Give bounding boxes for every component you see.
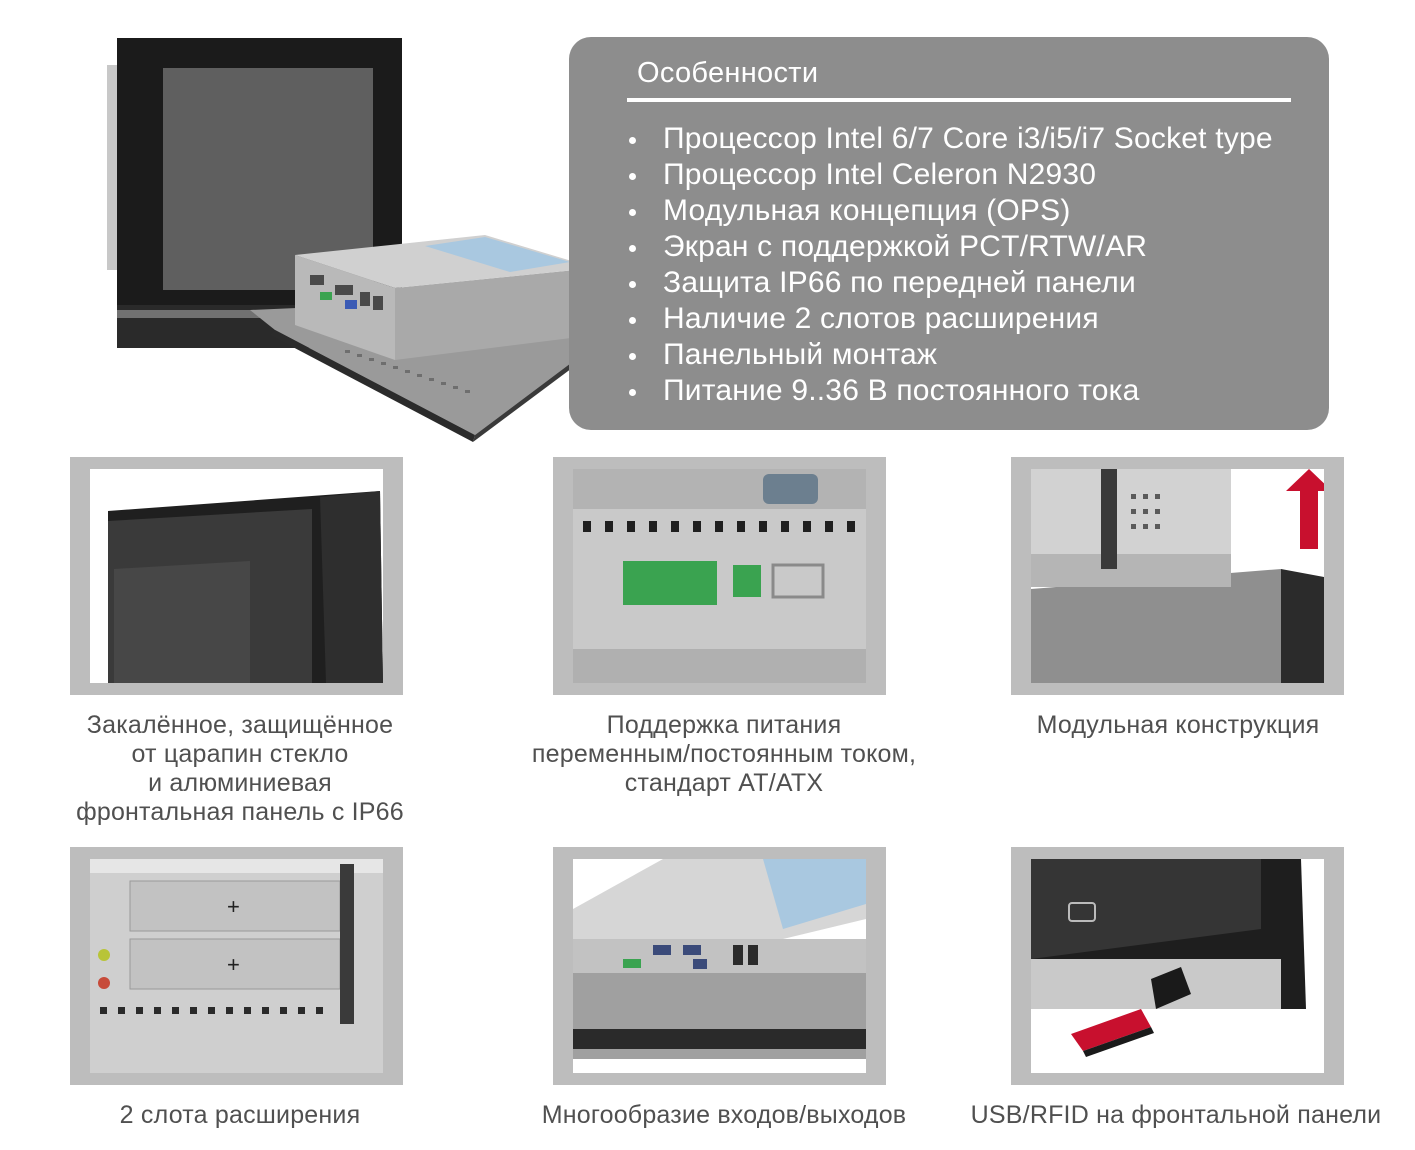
feature-item: Панельный монтаж	[627, 337, 1273, 373]
bullet-icon	[629, 353, 636, 360]
rfid-icon	[1068, 902, 1096, 922]
feature-item: Защита IP66 по передней панели	[627, 265, 1273, 301]
feature-item: Модульная концепция (OPS)	[627, 193, 1273, 229]
feature-item: Экран с поддержкой PCT/RTW/AR	[627, 229, 1273, 265]
usb-port-icon	[1151, 967, 1191, 1009]
bullet-icon	[629, 173, 636, 180]
feature-item: Питание 9..36 В постоянного тока	[627, 373, 1273, 409]
usb-flash-drive-icon	[1071, 1009, 1151, 1051]
bullet-icon	[629, 245, 636, 252]
caption-usb-rfid: USB/RFID на фронтальной панели	[970, 1101, 1382, 1129]
arrow-up-icon	[1286, 469, 1324, 549]
svg-text:+: +	[227, 952, 240, 977]
feature-item: Процессор Intel Celeron N2930	[627, 157, 1273, 193]
caption-power-support: Поддержка питания переменным/постоянным …	[531, 711, 917, 797]
caption-modular-design: Модульная конструкция	[1036, 711, 1320, 739]
hero-product-image	[95, 30, 615, 450]
thumb-expansion-slots: + +	[70, 847, 403, 1085]
caption-glass-panel: Закалённое, защищённое от царапин стекло…	[76, 711, 404, 826]
bullet-icon	[629, 137, 636, 144]
features-panel: Особенности Процессор Intel 6/7 Core i3/…	[569, 37, 1329, 430]
thumb-usb-rfid	[1011, 847, 1344, 1085]
caption-io-ports: Многообразие входов/выходов	[541, 1101, 907, 1129]
bullet-icon	[629, 389, 636, 396]
feature-item: Наличие 2 слотов расширения	[627, 301, 1273, 337]
features-title: Особенности	[637, 57, 819, 89]
thumb-glass-front-panel	[70, 457, 403, 695]
features-divider	[627, 98, 1291, 102]
thumb-power-terminals	[553, 457, 886, 695]
bullet-icon	[629, 209, 636, 216]
svg-text:+: +	[227, 894, 240, 919]
thumb-io-ports	[553, 847, 886, 1085]
bullet-icon	[629, 281, 636, 288]
thumb-modular-design	[1011, 457, 1344, 695]
feature-item: Процессор Intel 6/7 Core i3/i5/i7 Socket…	[627, 121, 1273, 157]
features-list: Процессор Intel 6/7 Core i3/i5/i7 Socket…	[627, 121, 1273, 409]
bullet-icon	[629, 317, 636, 324]
caption-expansion-slots: 2 слота расширения	[119, 1101, 361, 1129]
